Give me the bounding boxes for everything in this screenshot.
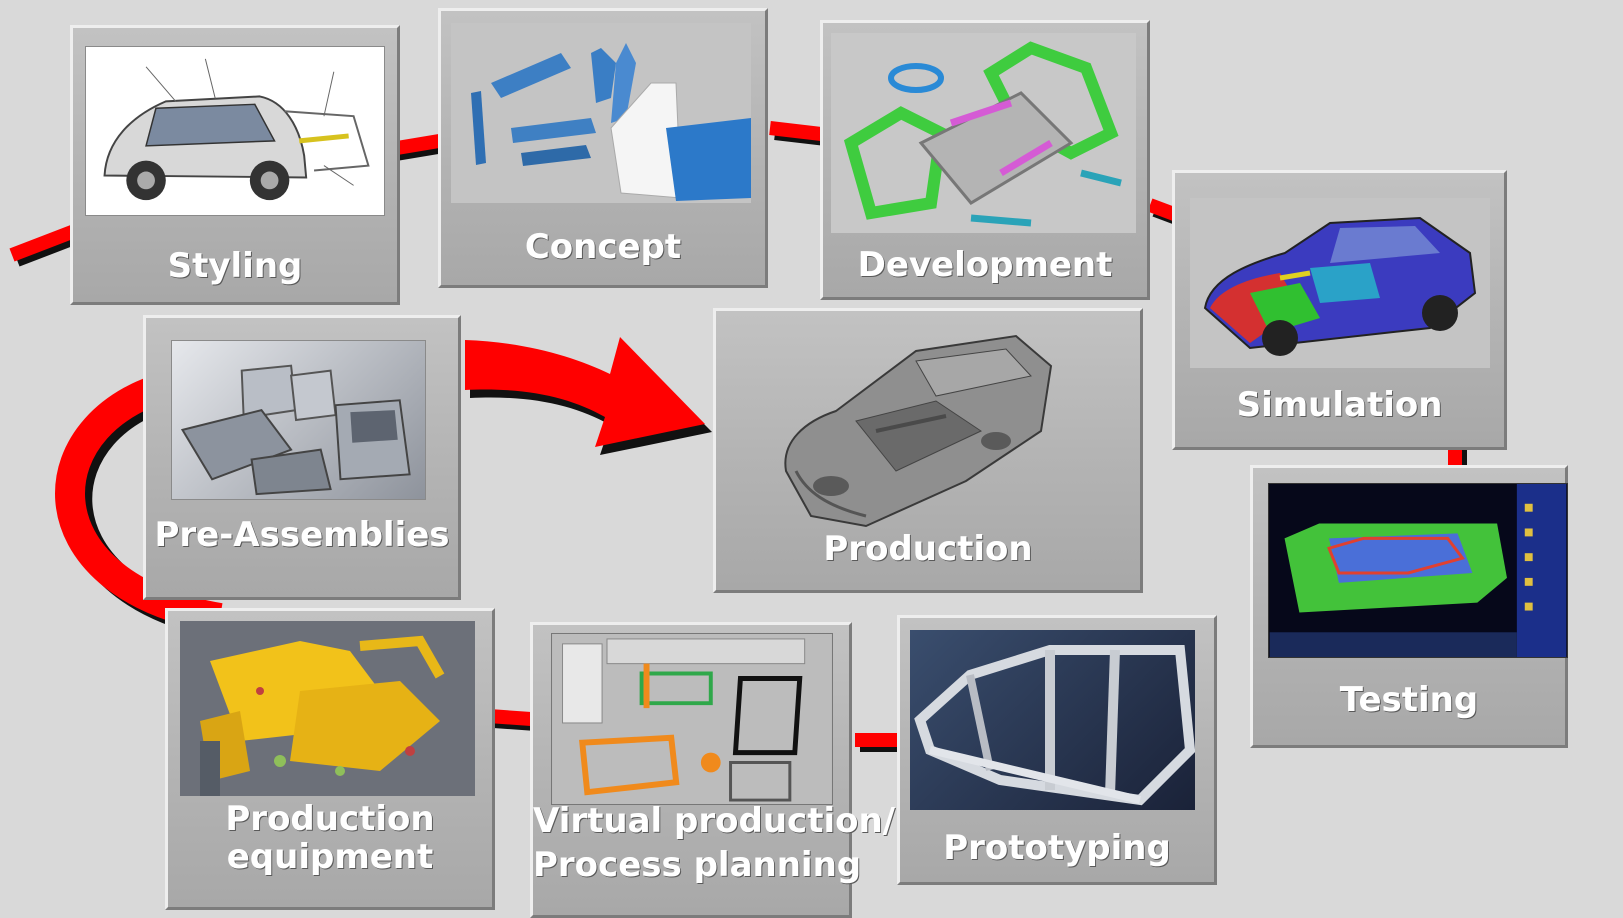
crash-simulation-icon	[1190, 198, 1490, 368]
stage-label-concept: Concept	[524, 227, 682, 267]
stage-card-production[interactable]: Production	[713, 308, 1143, 593]
stage-card-simulation[interactable]: Simulation	[1172, 170, 1507, 450]
body-structure-icon	[831, 33, 1136, 233]
doors-hood-icon	[171, 340, 426, 500]
stage-label-styling: Styling	[167, 246, 303, 286]
stage-card-development[interactable]: Development	[820, 20, 1150, 300]
stage-label-pre-assemblies: Pre-Assemblies	[154, 515, 450, 555]
stage-label-virtual-production-line2: Process planning	[533, 845, 862, 885]
stage-label-virtual-production-line1: Virtual production/	[533, 801, 896, 841]
stage-card-production-equipment[interactable]: Production equipment	[165, 608, 495, 910]
stage-card-pre-assemblies[interactable]: Pre-Assemblies	[143, 315, 461, 600]
stage-card-virtual-production[interactable]: Virtual production/ Process planning	[530, 622, 896, 918]
factory-layout-icon	[551, 633, 833, 805]
stage-label-production: Production	[823, 529, 1033, 569]
stage-card-styling[interactable]: Styling	[70, 25, 400, 305]
stage-label-production-equipment-line2: equipment	[226, 837, 434, 877]
curved-arrow-to-production	[465, 337, 705, 447]
stage-card-concept[interactable]: Concept	[438, 8, 768, 288]
body-panels-icon	[451, 23, 751, 203]
stage-card-prototyping[interactable]: Prototyping	[897, 615, 1217, 885]
test-monitor-icon	[1268, 483, 1568, 658]
stage-label-prototyping: Prototyping	[943, 828, 1171, 868]
stage-card-testing[interactable]: Testing	[1250, 465, 1568, 748]
stage-label-simulation: Simulation	[1236, 385, 1443, 425]
car-styling-drawing-icon	[85, 46, 385, 216]
car-body-icon	[766, 321, 1066, 536]
body-in-white-icon	[910, 630, 1195, 810]
stage-label-testing: Testing	[1339, 680, 1479, 720]
stage-label-development: Development	[857, 245, 1113, 285]
stage-label-production-equipment-line1: Production	[225, 799, 435, 839]
robot-cell-icon	[180, 621, 475, 796]
